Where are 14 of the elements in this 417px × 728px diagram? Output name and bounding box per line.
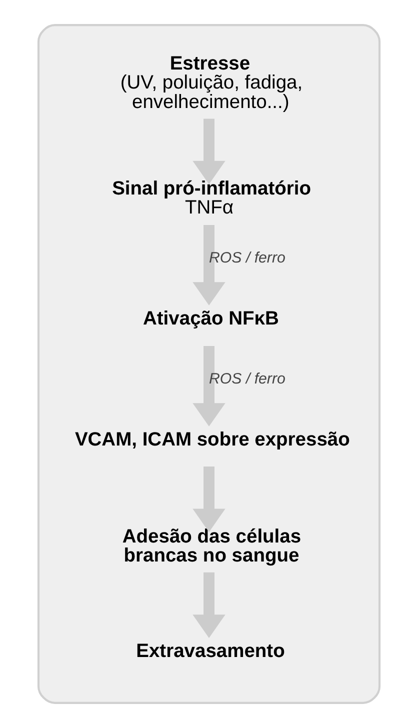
arrow [192,224,225,306]
cluster [36,24,380,704]
node-text: Ativação NFκB [142,308,278,330]
arrow [192,572,225,638]
node-text: Estresse (UV, poluição, fadiga, envelhecimento...) [120,53,302,113]
node-text: Extravasamento [136,641,284,662]
arrow [192,466,225,532]
edge-label: ROS / ferro [208,250,285,267]
node-text: VCAM, ICAM sobre expressão [74,429,350,450]
arrow [192,346,225,426]
node-text: Adesão das células brancas no sangue [122,526,301,567]
edge-label: ROS / ferro [208,370,285,388]
arrow [192,118,225,184]
node-text: Sinal pró-inflamatório TNFα [112,178,310,219]
